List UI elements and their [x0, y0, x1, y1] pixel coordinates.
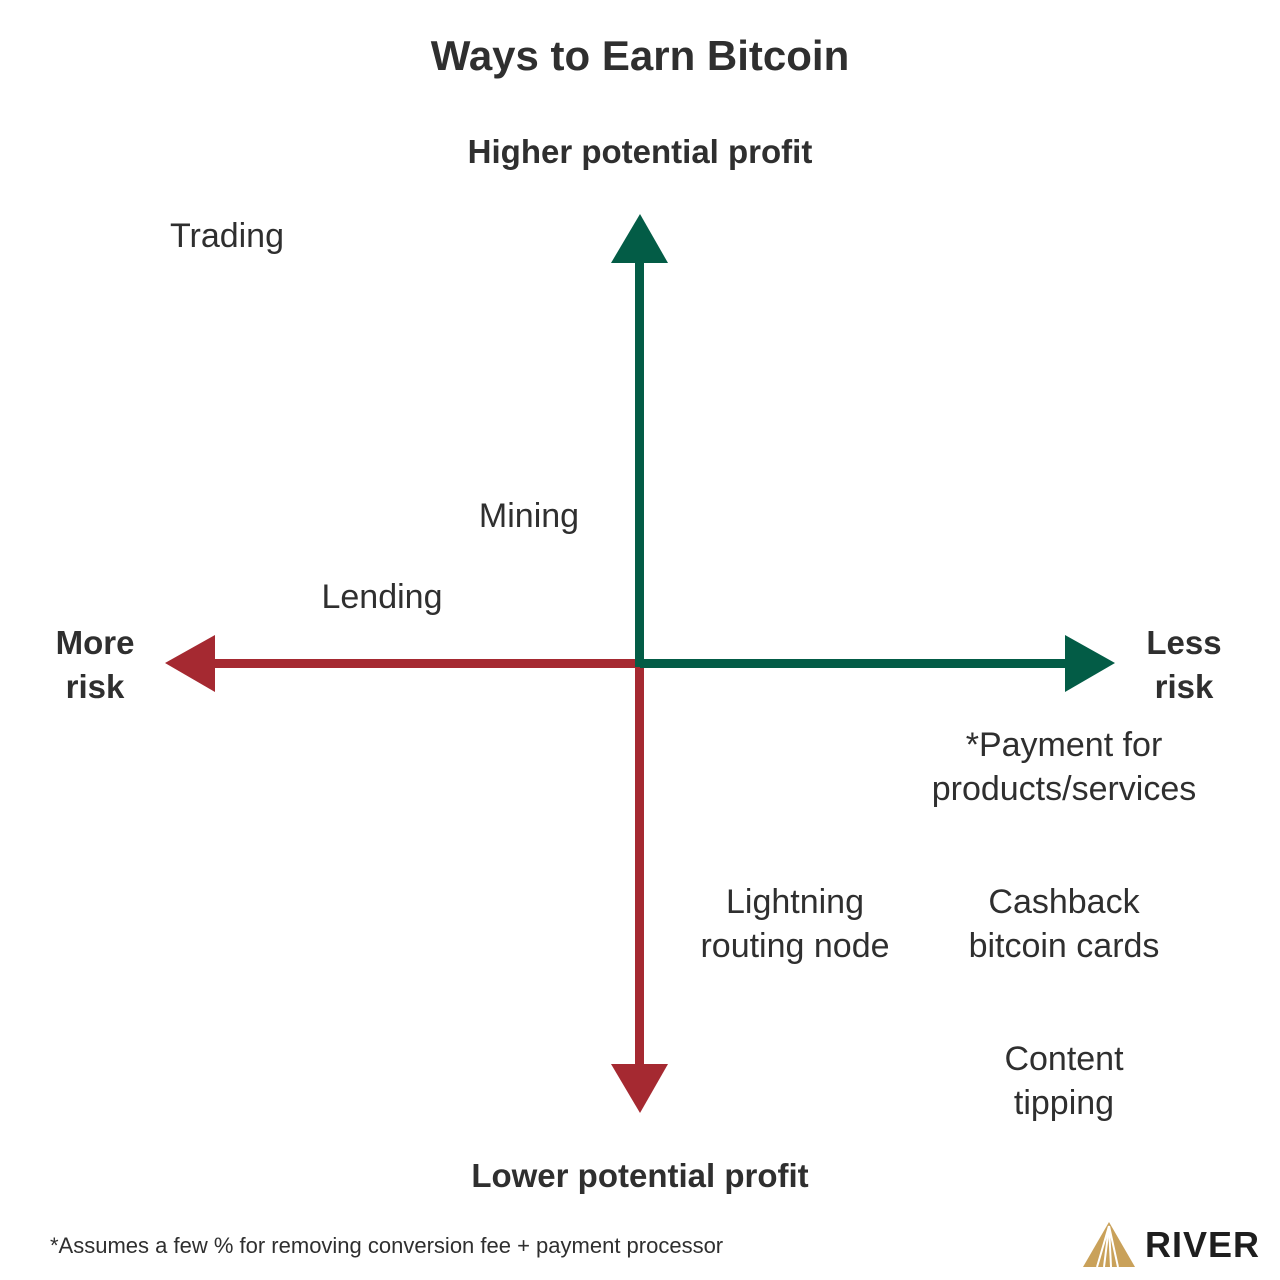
red-vertical-axis — [635, 659, 644, 1069]
item-payment: *Payment for products/services — [904, 723, 1224, 811]
item-cashback: Cashback bitcoin cards — [934, 880, 1194, 968]
item-tipping-line2: tipping — [1013, 1084, 1115, 1122]
axis-label-left-line1: More — [55, 624, 135, 661]
item-tipping-line1: Content — [1004, 1040, 1124, 1078]
item-payment-line2: products/services — [931, 770, 1197, 808]
item-lending: Lending — [321, 578, 443, 616]
item-tipping: Content tipping — [934, 1037, 1194, 1125]
footnote: *Assumes a few % for removing conversion… — [50, 1233, 724, 1258]
river-logo-text: RIVER — [1145, 1224, 1261, 1265]
axis-label-top: Higher potential profit — [467, 133, 813, 170]
river-logo-icon — [1083, 1222, 1135, 1268]
axis-label-right: Less risk — [1124, 621, 1244, 709]
green-horizontal-axis — [640, 659, 1070, 668]
item-payment-line1: *Payment for — [965, 726, 1163, 764]
right-arrowhead — [1065, 635, 1115, 692]
red-horizontal-axis — [205, 659, 641, 668]
river-logo: RIVER — [1083, 1222, 1260, 1268]
diagram-title: Ways to Earn Bitcoin — [430, 32, 850, 79]
down-arrowhead — [611, 1064, 668, 1113]
item-lightning-line2: routing node — [700, 927, 890, 965]
axis-label-left: More risk — [35, 621, 155, 709]
left-arrowhead — [165, 635, 215, 692]
up-arrowhead — [611, 214, 668, 263]
axis-label-right-line2: risk — [1154, 668, 1214, 705]
item-cashback-line1: Cashback — [988, 883, 1140, 921]
axis-label-bottom: Lower potential profit — [471, 1157, 809, 1194]
item-cashback-line2: bitcoin cards — [968, 927, 1160, 965]
item-mining: Mining — [478, 497, 580, 535]
axis-label-left-line2: risk — [65, 668, 125, 705]
item-trading: Trading — [169, 217, 285, 255]
axis-label-right-line1: Less — [1146, 624, 1222, 661]
item-lightning-line1: Lightning — [725, 883, 864, 921]
green-vertical-axis — [635, 255, 644, 667]
item-lightning: Lightning routing node — [665, 880, 925, 968]
